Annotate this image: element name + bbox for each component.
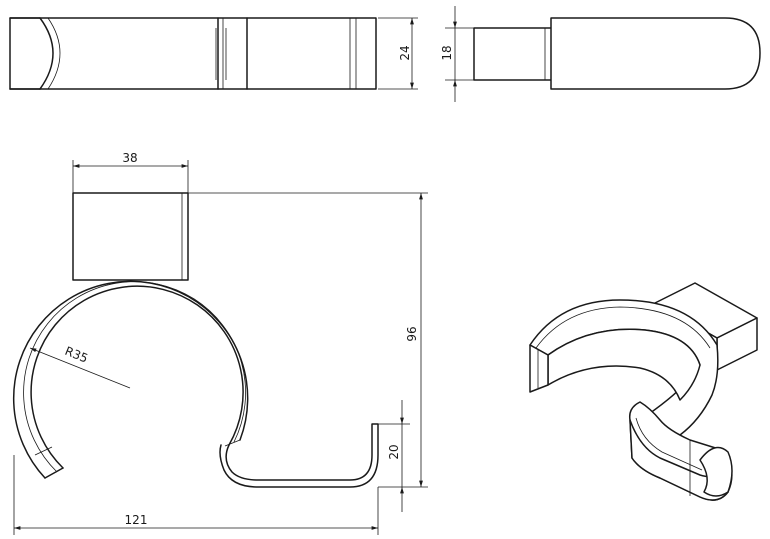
side-view: 18 [440, 6, 761, 102]
dim-20: 20 [387, 444, 401, 459]
top-view: 24 [9, 17, 418, 90]
isometric-view [529, 282, 758, 501]
dim-18: 18 [440, 45, 454, 60]
front-view: R35 38 96 20 121 [12, 151, 428, 535]
dim-24: 24 [398, 45, 412, 60]
dim-121: 121 [125, 513, 148, 527]
dim-96: 96 [405, 326, 419, 341]
dim-38: 38 [122, 151, 137, 165]
